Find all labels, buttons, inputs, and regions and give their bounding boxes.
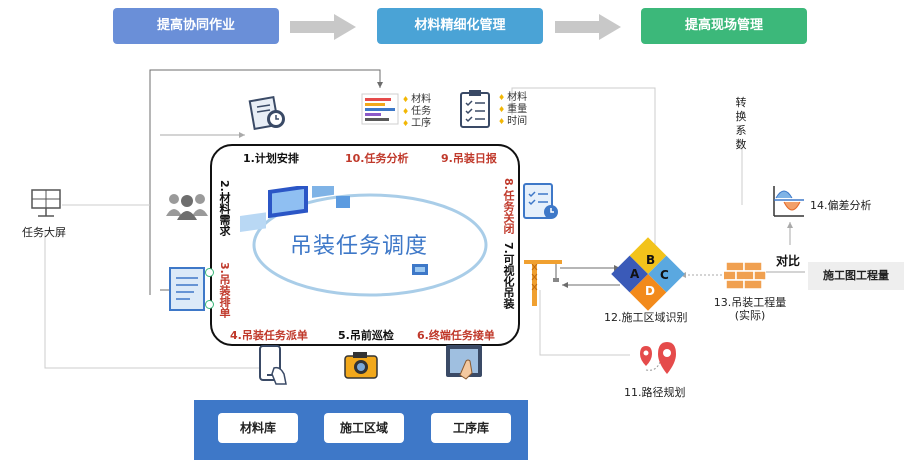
center-ellipse <box>252 193 488 297</box>
deviation-chart-icon <box>773 186 804 217</box>
loop-node-dot <box>205 268 214 277</box>
stage-pill-material: 材料精细化管理 <box>377 8 543 44</box>
deviation-analysis-label: 14.偏差分析 <box>810 199 872 212</box>
big-screen-icon <box>31 189 61 217</box>
step-inspection: 5.吊前巡检 <box>338 329 394 342</box>
screen-label: 任务大屏 <box>22 226 66 239</box>
brick-wall-icon <box>724 261 766 290</box>
step-task-close: 8.任务关闭 <box>502 178 515 234</box>
legend-item: 工序 <box>402 118 431 130</box>
construction-zone-library: 施工区域 <box>324 413 404 443</box>
stage-arrow-1 <box>290 14 356 40</box>
puzzle-letter: C <box>660 268 669 282</box>
puzzle-letter: A <box>630 267 640 281</box>
plan-schedule-icon <box>248 95 285 131</box>
material-library: 材料库 <box>218 413 298 443</box>
camera-icon <box>344 352 378 379</box>
daily-report-checklist-icon <box>460 90 490 128</box>
conversion-factor-label: 转换系数 <box>735 96 747 151</box>
task-loop-frame <box>210 144 520 346</box>
small-screen-icon <box>412 264 428 275</box>
puzzle-letter: D <box>645 284 655 298</box>
legend-item: 任务 <box>402 106 431 118</box>
step-visual-lifting: 7.可视化吊装 <box>502 242 515 309</box>
center-title: 吊装任务调度 <box>290 234 429 259</box>
puzzle-letter: B <box>646 253 656 267</box>
stage-arrow-2 <box>555 14 621 40</box>
process-library: 工序库 <box>431 413 511 443</box>
zone-recognition-label: 12.施工区域识别 <box>604 311 688 324</box>
tower-crane-icon <box>524 260 562 306</box>
daily-report-legend: 材料 重量 时间 <box>498 92 527 128</box>
legend-item: 材料 <box>402 94 431 106</box>
task-analysis-chart-icon <box>361 93 399 125</box>
step-terminal-accept: 6.终端任务接单 <box>417 329 495 342</box>
compare-label: 对比 <box>776 254 801 268</box>
route-planning-icon <box>640 342 676 374</box>
legend-item: 重量 <box>498 104 527 116</box>
loop-node-dot <box>205 300 214 309</box>
step-schedule: 3.吊装排单 <box>218 262 231 318</box>
legend-item: 材料 <box>498 92 527 104</box>
route-planning-label: 11.路径规划 <box>624 386 686 399</box>
schedule-document-icon <box>169 267 205 311</box>
step-dispatch: 4.吊装任务派单 <box>230 329 308 342</box>
team-people-icon <box>166 194 208 220</box>
stage-pill-site: 提高现场管理 <box>641 8 807 44</box>
legend-item: 时间 <box>498 116 527 128</box>
mobile-phone-icon <box>259 345 287 385</box>
stage-pill-collaboration: 提高协同作业 <box>113 8 279 44</box>
step-material-demand: 2.材料需求 <box>218 180 231 236</box>
task-analysis-legend: 材料 任务 工序 <box>402 94 431 130</box>
dashboard-screens-icon <box>240 186 350 232</box>
drawing-quantity-box: 施工图工程量 <box>808 262 904 290</box>
step-plan: 1.计划安排 <box>243 152 299 165</box>
step-task-analysis: 10.任务分析 <box>345 152 409 165</box>
task-close-checklist-icon <box>523 183 558 219</box>
step-daily-report: 9.吊装日报 <box>441 152 497 165</box>
tablet-touch-icon <box>446 345 482 380</box>
actual-quantity-label: 13.吊装工程量 (实际) <box>713 296 787 322</box>
